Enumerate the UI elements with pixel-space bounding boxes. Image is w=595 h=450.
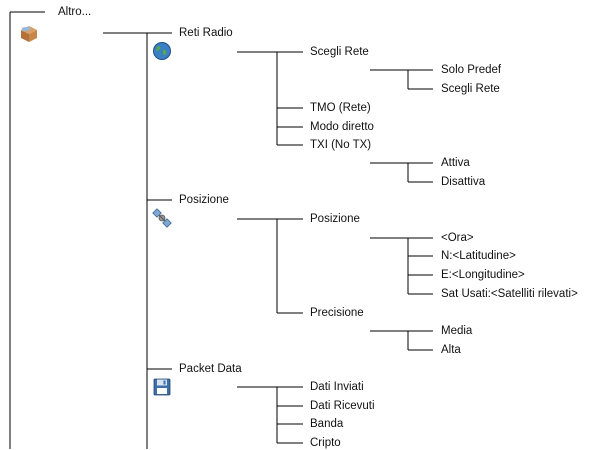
scegli-rete-sub-label: Scegli Rete (441, 83, 500, 95)
reti-radio-label: Reti Radio (179, 27, 233, 39)
modo-diretto-label: Modo diretto (310, 121, 374, 133)
packet-data-label: Packet Data (179, 363, 242, 375)
tmo-rete-label: TMO (Rete) (310, 102, 371, 114)
disattiva-label: Disattiva (441, 176, 486, 188)
cripto-label: Cripto (310, 437, 341, 449)
satelliti-label: Sat Usati:<Satelliti rilevati> (441, 288, 578, 300)
floppy-disk-icon (152, 377, 172, 397)
package-box-icon (19, 24, 39, 44)
globe-icon (152, 41, 172, 61)
ora-label: <Ora> (441, 232, 474, 244)
attiva-label: Attiva (441, 157, 470, 169)
alta-label: Alta (441, 344, 461, 356)
posizione-section-label: Posizione (179, 194, 229, 206)
scegli-rete-label: Scegli Rete (310, 46, 369, 58)
dati-ricevuti-label: Dati Ricevuti (310, 400, 375, 412)
media-label: Media (441, 325, 473, 337)
longitudine-label: E:<Longitudine> (441, 269, 525, 281)
dati-inviati-label: Dati Inviati (310, 381, 364, 393)
posizione-item-label: Posizione (310, 213, 360, 225)
txi-no-tx-label: TXI (No TX) (310, 139, 372, 151)
satellite-icon (152, 208, 172, 228)
precisione-label: Precisione (310, 307, 364, 319)
solo-predef-label: Solo Predef (441, 64, 502, 76)
latitudine-label: N:<Latitudine> (441, 250, 516, 262)
root-label: Altro... (58, 6, 92, 18)
banda-label: Banda (310, 418, 344, 430)
